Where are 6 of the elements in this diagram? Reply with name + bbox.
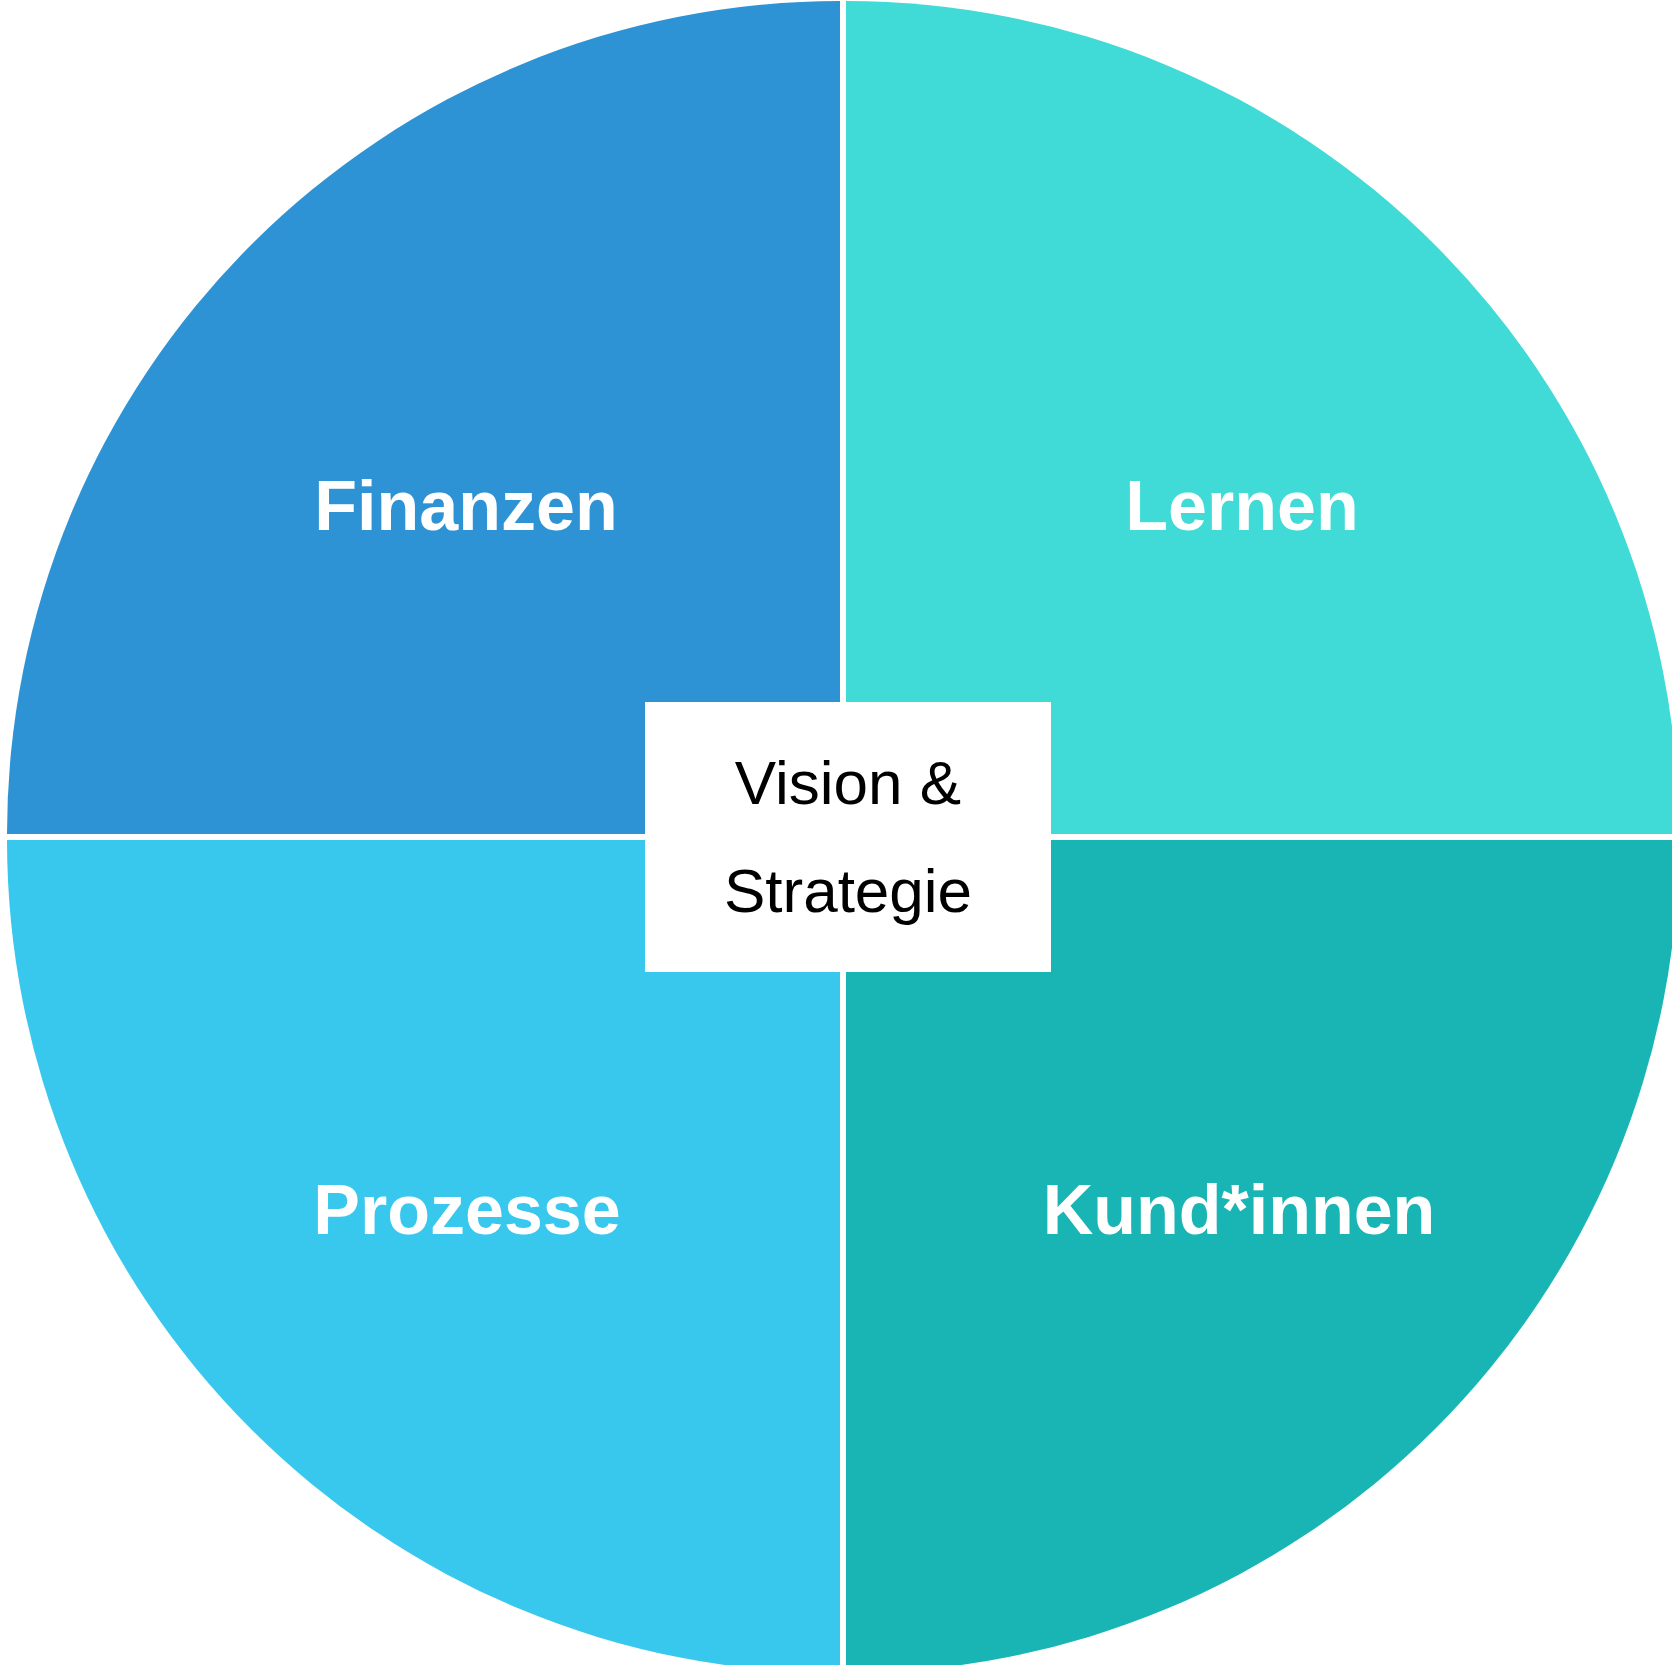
sector-label: Finanzen (314, 466, 618, 546)
sector-label: Kund*innen (1042, 1170, 1436, 1250)
center-box (645, 702, 1051, 972)
sector-label: Lernen (1125, 466, 1359, 546)
center-label: Vision & Strategie (722, 746, 974, 927)
sector-label: Prozesse (313, 1170, 621, 1250)
